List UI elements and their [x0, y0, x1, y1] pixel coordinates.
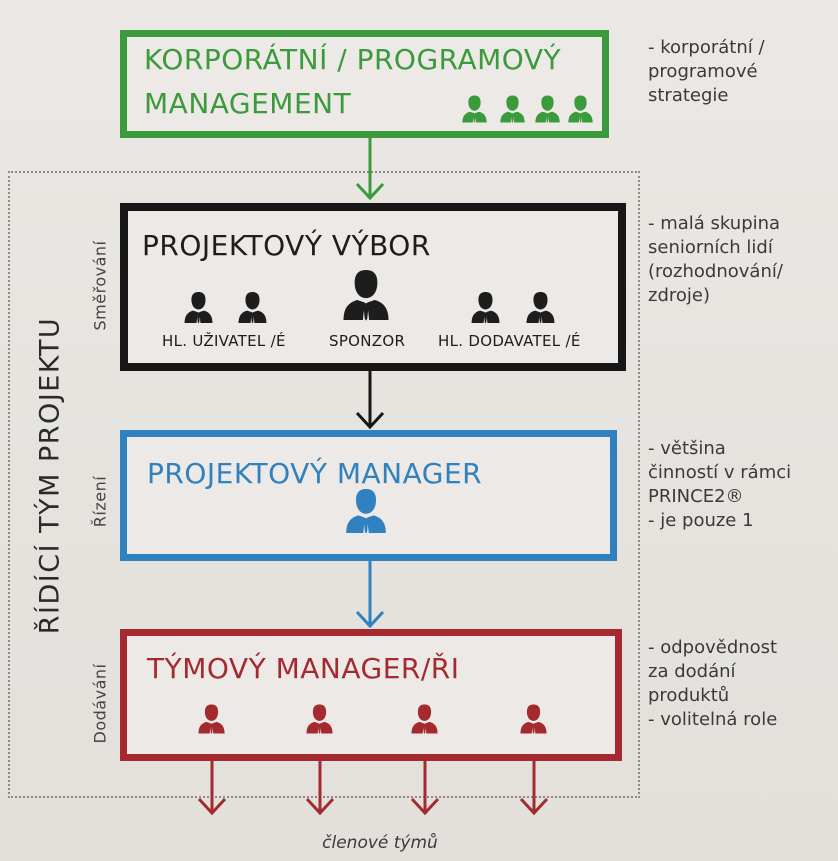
team-manager-title: TÝMOVÝ MANAGER/ŘI — [147, 652, 460, 685]
note-line: PRINCE2® — [648, 486, 744, 507]
note-line: - malá skupina — [648, 213, 781, 234]
note-line: - odpovědnost — [648, 637, 778, 658]
person-icon — [344, 486, 388, 536]
team-manager-box: TÝMOVÝ MANAGER/ŘI — [120, 629, 622, 761]
person-icon — [461, 94, 488, 124]
corporate-title-line2: MANAGEMENT — [144, 87, 352, 120]
person-icon — [534, 94, 561, 124]
corporate-title-line1: KORPORÁTNÍ / PROGRAMOVÝ — [144, 43, 562, 76]
person-icon — [341, 266, 391, 324]
project-management-team-frame — [8, 171, 640, 798]
note-line: - korporátní / — [648, 37, 765, 58]
management-label: Řízení — [90, 475, 110, 528]
note-line: programové — [648, 61, 758, 82]
person-icon — [183, 290, 214, 325]
note-line: činností v rámci — [648, 462, 792, 483]
person-icon — [305, 703, 334, 735]
team-manager-note: - odpovědnost za dodání produktů - volit… — [648, 636, 777, 732]
team-members-label: členové týmů — [322, 833, 438, 853]
delivery-label: Dodávání — [90, 663, 110, 744]
sponsor-label: SPONZOR — [329, 332, 406, 350]
note-line: produktů — [648, 685, 730, 706]
note-line: - je pouze 1 — [648, 510, 754, 531]
project-board-title: PROJEKTOVÝ VÝBOR — [142, 229, 431, 262]
direction-label: Směřování — [90, 240, 110, 331]
board-note: - malá skupina seniorních lidí (rozhodno… — [648, 212, 783, 308]
senior-supplier-label: HL. DODAVATEL /É — [438, 332, 581, 350]
person-icon — [499, 94, 526, 124]
note-line: seniorních lidí — [648, 237, 773, 258]
person-icon — [470, 290, 501, 325]
corporate-note: - korporátní / programové strategie — [648, 36, 765, 108]
person-icon — [197, 703, 226, 735]
project-manager-title: PROJEKTOVÝ MANAGER — [147, 457, 483, 490]
note-line: za dodání — [648, 661, 736, 682]
note-line: zdroje) — [648, 285, 710, 306]
person-icon — [237, 290, 268, 325]
person-icon — [519, 703, 548, 735]
project-manager-note: - většina činností v rámci PRINCE2® - je… — [648, 437, 791, 533]
person-icon — [410, 703, 439, 735]
note-line: (rozhodnování/ — [648, 261, 783, 282]
note-line: - většina — [648, 438, 726, 459]
person-icon — [567, 94, 594, 124]
note-line: - volitelná role — [648, 709, 778, 730]
person-icon — [525, 290, 556, 325]
senior-user-label: HL. UŽIVATEL /É — [162, 332, 286, 350]
corporate-management-box: KORPORÁTNÍ / PROGRAMOVÝ MANAGEMENT — [120, 30, 609, 138]
team-label: ŘÍDÍCÍ TÝM PROJEKTU — [34, 316, 66, 635]
note-line: strategie — [648, 85, 729, 106]
